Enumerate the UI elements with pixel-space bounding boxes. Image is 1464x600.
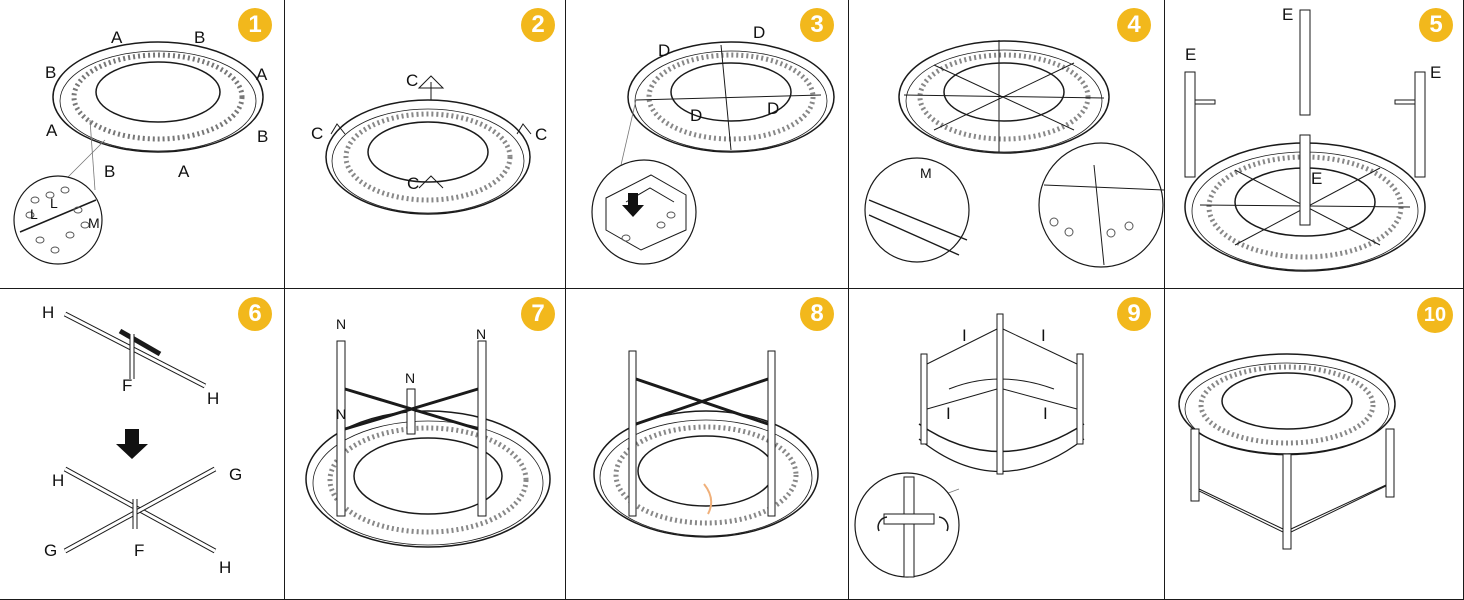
callout-label: E bbox=[1311, 169, 1323, 188]
callout-label: N bbox=[336, 406, 347, 422]
step-number-badge: 5 bbox=[1419, 8, 1453, 42]
callout-label: B bbox=[194, 28, 206, 47]
step-4-drawing bbox=[864, 40, 1164, 268]
zoom-callout-label: L bbox=[30, 206, 38, 222]
step-4-panel: 4 M bbox=[849, 0, 1165, 289]
step-number-badge: 6 bbox=[238, 297, 272, 331]
step-number-badge: 10 bbox=[1417, 297, 1453, 333]
step-1-panel: 1 A B B A A B B A L L M bbox=[0, 0, 285, 289]
step-6-drawing bbox=[63, 311, 217, 554]
rotate-arrow-icon bbox=[877, 516, 888, 532]
callout-label: B bbox=[104, 162, 116, 181]
zoom-callout-label: M bbox=[88, 215, 100, 231]
step-1-drawing bbox=[13, 41, 264, 265]
step-2-panel: 2 C C C C bbox=[285, 0, 566, 289]
step-5-drawing bbox=[1184, 9, 1426, 272]
callout-label: A bbox=[46, 121, 58, 140]
callout-label: A bbox=[178, 162, 190, 181]
callout-label: C bbox=[311, 124, 324, 143]
callout-label: H bbox=[207, 389, 220, 408]
step-10-drawing bbox=[1178, 353, 1396, 550]
callout-label: I bbox=[946, 404, 951, 423]
callout-label: N bbox=[405, 370, 416, 386]
callout-label: E bbox=[1430, 63, 1442, 82]
callout-label: A bbox=[111, 28, 123, 47]
callout-label: H bbox=[219, 558, 232, 577]
callout-label: I bbox=[1043, 404, 1048, 423]
callout-label: D bbox=[658, 41, 671, 60]
callout-label: E bbox=[1282, 5, 1294, 24]
step-number-badge: 3 bbox=[800, 8, 834, 42]
callout-label: G bbox=[44, 541, 58, 560]
callout-label: C bbox=[407, 174, 420, 193]
step-7-panel: 7 N N N N bbox=[285, 289, 566, 600]
step-number-badge: 4 bbox=[1117, 8, 1151, 42]
step-10-panel: 10 bbox=[1165, 289, 1464, 600]
callout-label: C bbox=[535, 125, 548, 144]
step-8-panel: 8 bbox=[566, 289, 849, 600]
step-number-badge: 1 bbox=[238, 8, 272, 42]
callout-label: I bbox=[962, 326, 967, 345]
down-arrow-icon bbox=[622, 193, 644, 217]
step-6-panel: 6 H F H H G G F H bbox=[0, 289, 285, 600]
callout-label: F bbox=[122, 376, 133, 395]
callout-label: A bbox=[256, 65, 268, 84]
step-9-drawing bbox=[854, 313, 1085, 578]
callout-label: B bbox=[45, 63, 57, 82]
callout-label: E bbox=[1185, 45, 1197, 64]
callout-label: C bbox=[406, 71, 419, 90]
zoom-callout-label: L bbox=[50, 195, 58, 211]
callout-label: F bbox=[134, 541, 145, 560]
callout-label: D bbox=[690, 106, 703, 125]
callout-label: N bbox=[476, 326, 487, 342]
step-3-panel: 3 D D D D bbox=[566, 0, 849, 289]
step-7-drawing bbox=[305, 340, 551, 548]
callout-label: D bbox=[753, 23, 766, 42]
callout-label: M bbox=[920, 165, 932, 181]
callout-label: B bbox=[257, 127, 269, 146]
callout-label: H bbox=[52, 471, 65, 490]
step-5-panel: 5 E E E E bbox=[1165, 0, 1464, 289]
callout-label: N bbox=[336, 316, 347, 332]
callout-label: I bbox=[1041, 326, 1046, 345]
callout-label: D bbox=[767, 99, 780, 118]
step-number-badge: 2 bbox=[521, 8, 555, 42]
step-number-badge: 7 bbox=[521, 297, 555, 331]
step-number-badge: 9 bbox=[1117, 297, 1151, 331]
rotate-arrow-icon bbox=[938, 516, 949, 532]
step-3-drawing bbox=[591, 41, 835, 265]
step-number-badge: 8 bbox=[800, 297, 834, 331]
callout-label: G bbox=[229, 465, 243, 484]
down-arrow-icon bbox=[116, 429, 148, 459]
step-8-drawing bbox=[593, 350, 819, 538]
callout-label: H bbox=[42, 303, 55, 322]
step-2-drawing bbox=[325, 75, 532, 215]
step-9-panel: 9 I I I I bbox=[849, 289, 1165, 600]
